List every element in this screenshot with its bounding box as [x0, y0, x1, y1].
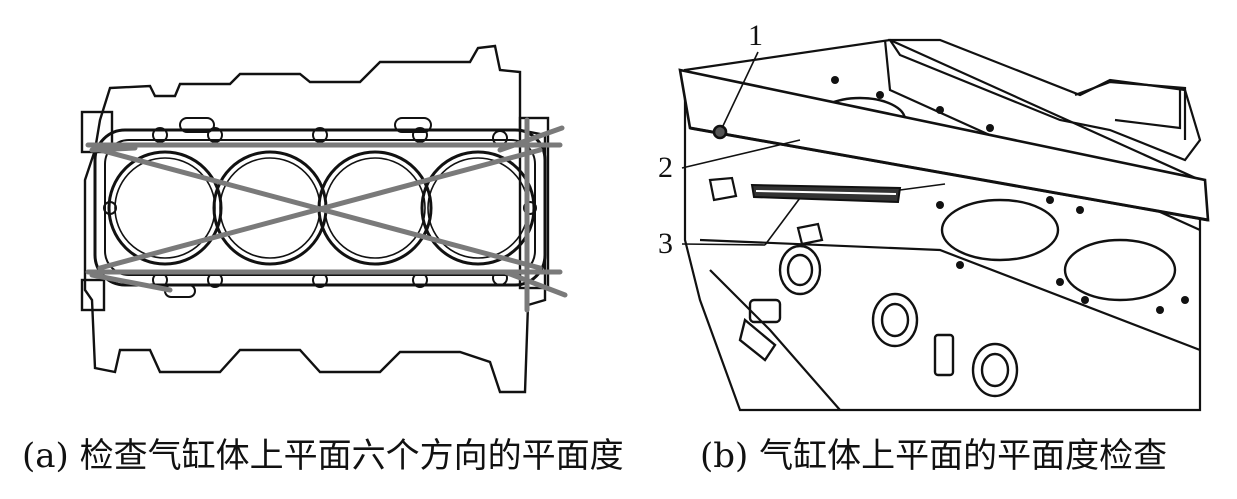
measure-line-end-left-1 — [89, 145, 138, 153]
block-perspective — [683, 38, 1202, 412]
cylinder-bore — [317, 150, 433, 266]
measuring-lines — [85, 117, 568, 313]
feeler-gauge — [750, 183, 946, 204]
measure-line-end-right-2 — [502, 269, 568, 298]
callout-2: 2 — [658, 151, 673, 184]
caption-panel-a: (a) 检查气缸体上平面六个方向的平面度 — [22, 436, 624, 476]
front-face-ports — [738, 244, 1019, 398]
dowel-blocks — [708, 176, 824, 246]
block-outline — [83, 44, 547, 394]
callout-3: 3 — [658, 227, 673, 260]
straightedge — [678, 68, 1210, 222]
cylinder-bore-inner — [324, 157, 426, 259]
leader-3 — [681, 243, 766, 246]
cylinder-bore — [420, 150, 536, 266]
callout-leaders — [681, 51, 801, 246]
measure-line-end-left-2 — [89, 272, 173, 293]
panel-a-block-top-view — [0, 0, 610, 420]
caption-panel-b: (b) 气缸体上平面的平面度检查 — [700, 436, 1168, 476]
measure-line-end-right-1 — [497, 125, 565, 153]
measure-line-diagonal-2 — [97, 147, 543, 271]
cylinder-bore-inner — [219, 157, 321, 259]
deck-surface — [93, 128, 547, 287]
block-top-view-drawing — [80, 44, 568, 394]
deck-bolt-holes — [831, 76, 1189, 314]
cylinder-bore — [107, 150, 223, 266]
panel-b-flatness-check: 1 2 3 — [640, 0, 1237, 420]
leader-3b — [764, 197, 801, 246]
flatness-check-drawing — [678, 38, 1210, 412]
leader-1 — [721, 51, 759, 129]
straightedge-pin — [712, 124, 728, 140]
leader-2 — [681, 139, 801, 169]
callout-1: 1 — [748, 19, 763, 52]
